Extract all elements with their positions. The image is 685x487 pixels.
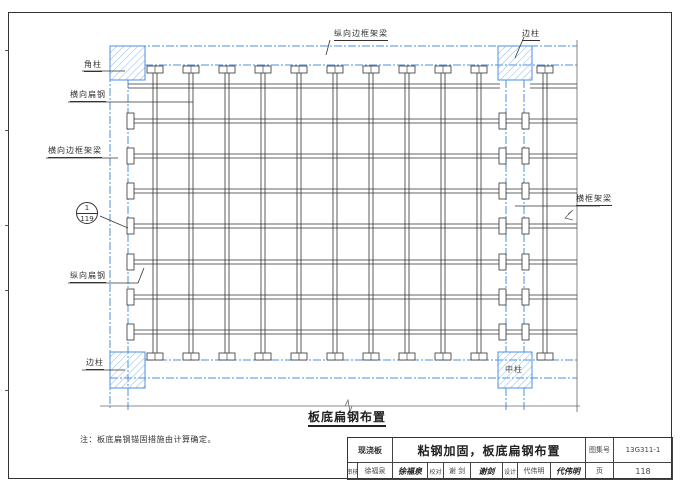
frame-tick [5,225,9,226]
drawing-note: 注：板底扁钢锚固措施由计算确定。 [80,435,216,444]
tb-design-label: 设计 [503,463,518,480]
frame-tick [5,390,9,391]
tb-review-label: 审核 [348,463,358,480]
frame-tick [5,290,9,291]
middle-column [497,351,533,389]
drawing-frame [8,12,672,479]
label-transverse-frame-beam: 横框架梁 [576,194,612,206]
frame-tick [5,130,9,131]
tb-checker: 谢 剑 [444,463,471,480]
tb-atlas-no: 13G311-1 [614,438,673,463]
label-longitudinal-edge-frame-beam: 纵向边框架梁 [334,29,388,41]
detail-sheet: 119 [80,215,94,223]
transverse-flat-steel-strips [128,83,577,335]
tb-main-title: 粘钢加固，板底扁钢布置 [393,438,586,463]
tb-atlas-no-label: 图集号 [586,438,614,463]
title-block: 现浇板 粘钢加固，板底扁钢布置 图集号 13G311-1 审核 徐福泉 徐福泉 … [347,437,673,480]
detail-number: 1 [77,203,97,214]
longitudinal-flat-steel-strips [152,72,548,356]
tb-page-label: 页 [586,463,614,480]
label-middle-column: 中柱 [505,365,523,374]
anchor-plates [126,65,554,361]
tb-type: 现浇板 [348,438,393,463]
tb-designer-signature: 代伟明 [551,463,586,480]
label-transverse-flat-steel: 横向扁钢 [70,90,106,102]
tb-designer: 代伟明 [518,463,551,480]
corner-column [109,45,146,81]
plate-dividers [154,66,546,360]
frame-tick [5,50,9,51]
label-transverse-edge-frame-beam: 横向边框架梁 [48,146,102,158]
detail-callout[interactable]: 1 119 [76,202,98,224]
tb-checker-signature: 谢剑 [471,463,503,480]
label-edge-column-bottom: 边柱 [86,358,104,370]
drawing-title: 板底扁钢布置 [308,410,387,427]
leader-lines [46,36,600,371]
tb-check-label: 校对 [428,463,444,480]
tb-page: 118 [614,463,673,480]
edge-column-top [497,45,533,81]
tb-reviewer-signature: 徐福泉 [393,463,428,480]
label-longitudinal-flat-steel: 纵向扁钢 [70,271,106,283]
label-corner-column: 角柱 [84,60,102,72]
label-edge-column-top: 边柱 [522,29,540,41]
tb-reviewer: 徐福泉 [358,463,393,480]
